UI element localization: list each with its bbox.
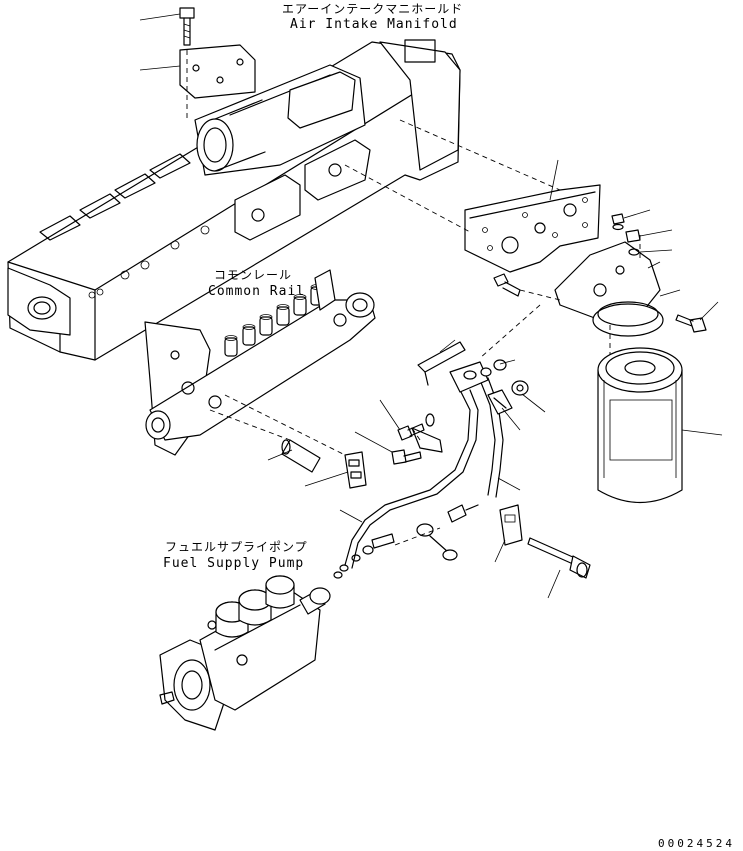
alignment-lines [186, 50, 641, 546]
common-rail-label-ja: コモンレール [214, 268, 293, 282]
spacer-sleeve [281, 439, 321, 473]
clamp [344, 451, 367, 489]
manifold-bolt [179, 7, 195, 46]
air-intake-manifold-label-ja: エアーインテークマニホールド [282, 2, 464, 16]
fuel-tube [344, 361, 504, 569]
callout-leaders [139, 13, 723, 599]
filter-bracket-plate [464, 184, 601, 273]
lower-clip [499, 504, 523, 546]
fuel-supply-pump-label-ja: フュエルサプライポンプ [165, 540, 308, 554]
fitting-washers [333, 533, 395, 579]
nut-and-washer [480, 359, 529, 396]
filter-head [554, 241, 664, 337]
common-rail [144, 269, 376, 456]
fuel-supply-pump [159, 575, 331, 731]
hose-clip [487, 389, 513, 415]
air-intake-manifold-label: Air Intake Manifold [290, 17, 458, 32]
filter-head-bolt-left [493, 273, 521, 297]
eye-bolt-fitting [416, 504, 479, 561]
common-rail-label: Common Rail [208, 284, 306, 299]
bolt-with-bracket [391, 427, 443, 465]
fuel-supply-pump-label: Fuel Supply Pump [163, 556, 305, 571]
long-bolt [527, 537, 591, 579]
filter-head-bolt-right [675, 314, 707, 333]
tube-bracket [417, 341, 466, 386]
part-number: 00024524 [658, 837, 735, 850]
fuel-filter-cartridge [597, 347, 683, 504]
air-intake-manifold [7, 39, 461, 361]
tube-bolt-upper [397, 413, 435, 441]
